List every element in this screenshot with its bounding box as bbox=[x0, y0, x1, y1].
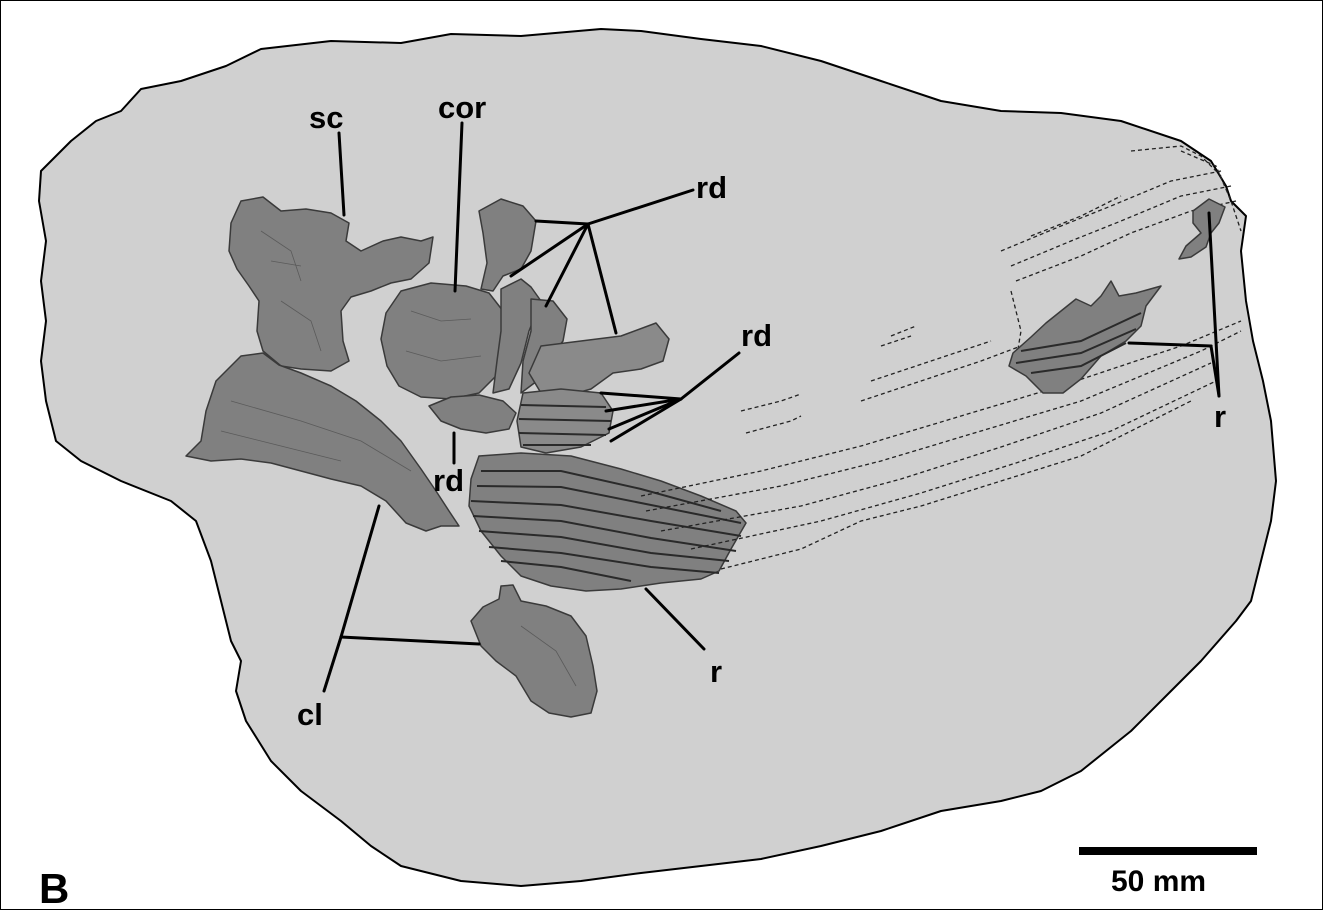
label-rd-lower: rd bbox=[433, 463, 464, 498]
label-r-lower: r bbox=[710, 654, 722, 689]
label-rd-upper: rd bbox=[696, 170, 727, 205]
label-r-right: r bbox=[1214, 399, 1226, 434]
label-cl: cl bbox=[297, 697, 323, 732]
label-rd-middle: rd bbox=[741, 318, 772, 353]
label-sc: sc bbox=[309, 100, 343, 135]
scale-bar-label: 50 mm bbox=[1111, 865, 1206, 898]
scale-bar bbox=[1079, 847, 1257, 855]
label-cor: cor bbox=[438, 90, 486, 125]
panel-letter: B bbox=[39, 865, 69, 909]
coracoid-bone bbox=[381, 283, 506, 399]
